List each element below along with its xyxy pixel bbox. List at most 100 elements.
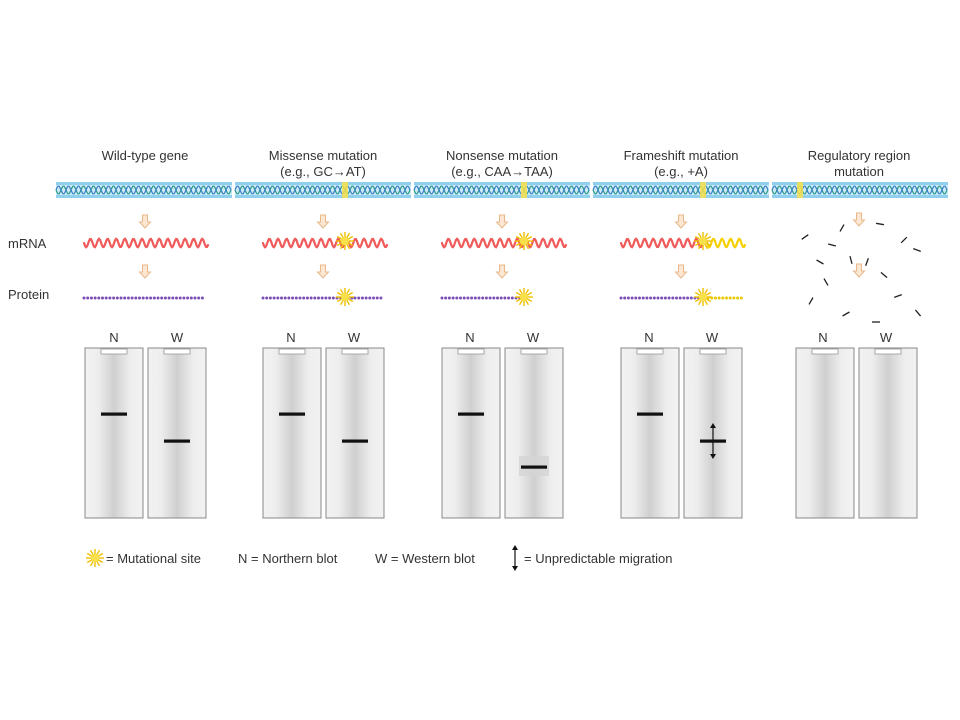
northern-band: [458, 412, 484, 416]
mutation-star-icon: [694, 288, 712, 306]
protein-residue: [675, 296, 678, 300]
mutation-star-core: [519, 292, 529, 302]
mutation-star-core: [340, 292, 350, 302]
western-blot-lane: [504, 347, 564, 519]
degraded-transcript-dash: [914, 309, 922, 317]
protein-residue: [82, 296, 86, 300]
dna-mutation-site: [797, 182, 803, 198]
dna-strand-top: [414, 182, 590, 185]
column-subtitle-text: mutation: [834, 164, 884, 179]
protein-frameshift-residue: [717, 296, 721, 300]
protein-residue: [317, 296, 320, 300]
northern-blot-lane: [620, 347, 680, 519]
dna-layer: [55, 182, 948, 198]
protein-residue: [459, 296, 462, 300]
protein-residue: [193, 296, 197, 300]
down-arrow-icon: [495, 214, 509, 229]
column-title-missense: Missense mutation (e.g., GC→AT): [238, 148, 408, 180]
degraded-transcript-dash: [816, 259, 824, 265]
unpredictable-migration-legend-icon: [512, 545, 518, 571]
protein-residue: [484, 296, 488, 300]
column-subtitle-text: (e.g., GC→AT): [280, 164, 366, 179]
mutation-star-icon: [336, 232, 354, 250]
protein-residue: [623, 296, 627, 300]
column-title-text: Nonsense mutation: [445, 148, 558, 163]
column-title-text: Missense mutation: [268, 148, 378, 163]
mutation-star-core: [90, 553, 100, 563]
protein-residue: [477, 296, 481, 300]
protein-residue: [375, 296, 379, 300]
legend-unpredictable-migration: = Unpredictable migration: [524, 551, 673, 566]
column-subtitle-text: (e.g., CAA→TAA): [451, 164, 553, 179]
protein-residue: [197, 296, 201, 300]
protein-residue: [331, 296, 335, 300]
degraded-transcript-dash: [808, 297, 814, 305]
column-title-nonsense: Nonsense mutation (e.g., CAA→TAA): [417, 148, 587, 180]
protein-residue: [186, 296, 190, 300]
protein-residue: [364, 296, 368, 300]
protein-residue: [294, 296, 298, 300]
protein-residue: [634, 296, 638, 300]
protein-residue: [119, 296, 123, 300]
degraded-transcript-dash: [875, 222, 885, 226]
gel-well: [163, 348, 191, 355]
down-arrow-icon: [138, 264, 152, 279]
dna-strand-bottom: [414, 195, 590, 198]
protein-residue: [470, 296, 474, 300]
dna-strand-bottom: [593, 195, 769, 198]
degraded-transcript-dash: [865, 258, 869, 266]
dna-helix-strand: [55, 185, 232, 195]
protein-residue: [678, 296, 682, 300]
western-band: [164, 439, 190, 443]
gel-well: [341, 348, 369, 355]
protein-residue: [645, 296, 649, 300]
dna-mutation-site: [700, 182, 706, 198]
northern-lane-label: N: [465, 330, 475, 345]
protein-residue: [357, 296, 361, 300]
northern-blot-lane: [441, 347, 501, 519]
gel-well: [699, 348, 727, 355]
dna-mutation-site: [521, 182, 527, 198]
protein-residue: [507, 296, 511, 300]
dna-helix-strand: [234, 185, 411, 195]
degraded-transcript-dash: [880, 271, 888, 279]
protein-residue: [268, 296, 272, 300]
protein-residue: [160, 296, 164, 300]
down-arrow-icon: [316, 214, 330, 229]
protein-residue: [320, 296, 324, 300]
gel-lane-background: [325, 347, 385, 519]
mrna-frameshift-wave: [705, 237, 747, 249]
protein-residue: [444, 296, 448, 300]
dna-double-helix: [55, 182, 232, 198]
protein-residue: [276, 296, 280, 300]
degraded-transcript-dash: [827, 243, 837, 247]
protein-residue: [167, 296, 171, 300]
protein-residue: [145, 296, 149, 300]
protein-residue: [360, 296, 364, 300]
protein-residue: [175, 296, 178, 300]
northern-lane-label: N: [644, 330, 654, 345]
mutation-star-core: [698, 292, 708, 302]
protein-residue: [101, 296, 104, 300]
legend-northern-blot: N = Northern blot: [238, 551, 338, 566]
migration-arrow-head: [512, 566, 518, 571]
dna-strand-top: [772, 182, 948, 185]
protein-residue: [200, 296, 204, 300]
gel-lane-background: [441, 347, 501, 519]
column-title-text: Frameshift mutation: [623, 148, 739, 163]
protein-residue: [649, 296, 653, 300]
protein-frameshift-residue: [736, 296, 740, 300]
protein-residue: [466, 296, 470, 300]
northern-band: [637, 412, 663, 416]
degraded-transcript-dash: [823, 278, 829, 286]
mrna-wave: [261, 237, 389, 249]
down-arrow-icon: [852, 263, 866, 278]
dna-helix-strand: [234, 185, 411, 195]
mutation-star-icon: [694, 232, 712, 250]
protein-residue: [108, 296, 112, 300]
column-title-frameshift: Frameshift mutation (e.g., +A): [596, 148, 766, 180]
dna-strand-top: [235, 182, 411, 185]
western-lane-label: W: [705, 330, 719, 345]
protein-residue: [104, 296, 108, 300]
degraded-transcript-dash: [842, 311, 850, 317]
